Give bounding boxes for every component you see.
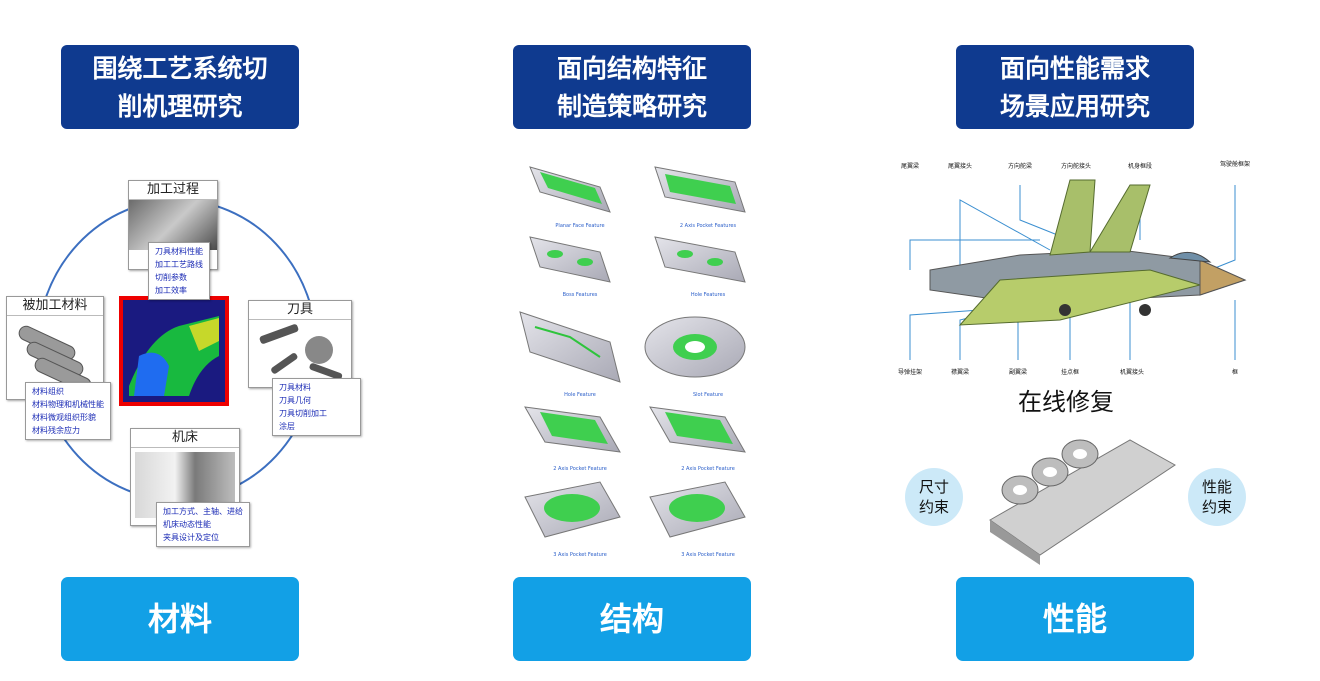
callout-frame: 框 [1231,369,1239,376]
aircraft-cutaway-image [909,179,1247,360]
tool-note-4: 涂层 [279,422,295,431]
callout-aileron-beam: 副翼梁 [1008,369,1028,376]
feature-label-4: Hole Features [690,292,726,298]
hole-feature-thumb [519,311,621,383]
pocket-feature-thumb-1 [524,406,621,453]
feature-label-2: 2 Axis Pocket Features [679,223,737,229]
feature-label-1: Planar Face Feature [555,223,605,229]
feature-thumbnails [519,166,746,538]
process-note-4: 加工效率 [155,286,187,295]
material-research-badge: 围绕工艺系统切 削机理研究 [61,45,299,129]
machine-note-1: 加工方式、主轴、进给 [163,507,243,516]
machine-notes: 加工方式、主轴、进给 机床动态性能 夹具设计及定位 [156,502,250,547]
material-label: 材料 [61,577,299,661]
feature-label-3: Boss Features [562,292,598,298]
feature-label-10: 3 Axis Pocket Feature [681,552,735,558]
pocket-features-thumb [654,166,746,213]
right-circle-line-2: 约束 [1201,498,1232,516]
feature-label-9: 3 Axis Pocket Feature [553,552,607,558]
feature-label-8: 2 Axis Pocket Feature [681,466,735,472]
column-performance: 面向性能需求 场景应用研究 尾翼梁 [880,0,1320,681]
callout-tail-joint: 尾翼接头 [947,163,973,170]
callout-hanging-frame: 挂点框 [1060,369,1080,376]
material-notes: 材料组织 材料物理和机械性能 材料微观组织形貌 材料残余应力 [25,382,111,440]
callout-tail-beam: 尾翼梁 [900,163,920,170]
badge-line-2: 削机理研究 [117,92,243,121]
material-card-title: 被加工材料 [7,297,103,316]
material-note-1: 材料组织 [32,387,64,396]
badge-line-2: 场景应用研究 [999,92,1150,121]
process-note-2: 加工工艺路线 [155,260,203,269]
cutting-simulation-image [119,296,229,406]
badge-line-1: 围绕工艺系统切 [92,54,268,83]
callout-wing-joint: 机翼接头 [1119,369,1145,376]
material-note-4: 材料残余应力 [32,426,80,435]
process-note-3: 切削参数 [155,273,187,282]
performance-label: 性能 [956,577,1194,661]
process-photo [129,200,217,250]
tool-note-3: 刀具切削加工 [279,409,327,418]
badge-line-1: 面向性能需求 [999,54,1150,83]
hole-features-thumb [654,236,746,283]
dimension-constraint-circle: 尺寸 约束 [905,468,963,526]
feature-label-5: Hole Feature [564,392,596,398]
machine-note-3: 夹具设计及定位 [163,533,219,542]
machine-note-2: 机床动态性能 [163,520,211,529]
callout-rudder-beam: 方向舵梁 [1007,163,1033,170]
tool-card-title: 刀具 [249,301,351,320]
structure-label: 结构 [513,577,751,661]
tool-note-1: 刀具材料 [279,383,311,392]
left-circle-line-1: 尺寸 [918,478,949,496]
column-material: 围绕工艺系统切 削机理研究 加工过程 刀具材料性能 加工工艺路线 切削参数 加工… [0,0,440,681]
feature-label-7: 2 Axis Pocket Feature [553,466,607,472]
process-notes: 刀具材料性能 加工工艺路线 切削参数 加工效率 [148,242,210,300]
performance-constraint-circle: 性能 约束 [1188,468,1246,526]
column-structure: 面向结构特征 制造策略研究 [440,0,880,681]
3axis-pocket-thumb-2 [649,481,746,538]
callout-flap-beam: 襟翼梁 [950,369,970,376]
callout-cockpit-frame: 驾驶舱框架 [1219,161,1251,168]
planar-face-thumb [529,166,611,213]
structure-research-badge: 面向结构特征 制造策略研究 [513,45,751,129]
material-note-3: 材料微观组织形貌 [32,413,96,422]
cutting-tools-image [259,324,343,380]
boss-features-thumb [529,236,611,283]
process-note-1: 刀具材料性能 [155,247,203,256]
badge-line-2: 制造策略研究 [556,92,707,121]
tool-card: 刀具 [248,300,352,388]
badge-line-1: 面向结构特征 [556,54,707,83]
pocket-feature-thumb-2 [649,406,746,453]
tool-note-2: 刀具几何 [279,396,311,405]
slot-feature-thumb [644,316,746,378]
callout-missile-pylon: 导弹挂架 [897,369,923,376]
performance-research-badge: 面向性能需求 场景应用研究 [956,45,1194,129]
callout-rudder-joint: 方向舵接头 [1060,163,1092,170]
tool-notes: 刀具材料 刀具几何 刀具切削加工 涂层 [272,378,361,436]
process-card-title: 加工过程 [129,181,217,200]
material-note-2: 材料物理和机械性能 [32,400,104,409]
3axis-pocket-thumb-1 [524,481,621,538]
right-circle-line-1: 性能 [1201,478,1232,496]
repair-part-image [989,439,1176,565]
online-repair-title: 在线修复 [1018,388,1114,416]
machine-card-title: 机床 [131,429,239,448]
left-circle-line-2: 约束 [918,498,949,516]
feature-label-6: Slot Feature [692,392,724,398]
callout-fuselage-frame: 机身框段 [1127,163,1153,170]
